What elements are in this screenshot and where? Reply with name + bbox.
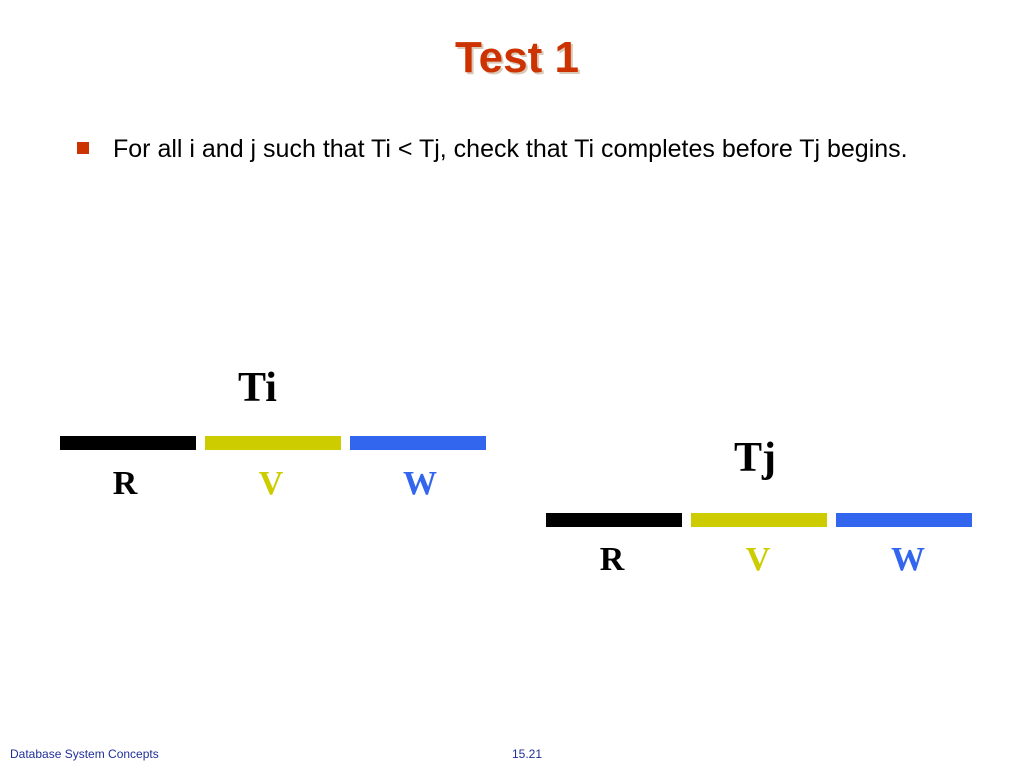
footer-slide-number: 15.21 [511,747,543,761]
phase-label-validate-ti: V [258,465,284,502]
transaction-label-ti: Ti [238,365,277,411]
slide-title: Test 1 [455,33,579,82]
phase-label-read-ti: R [112,465,138,502]
phase-bar-write-tj [836,513,972,527]
phase-bar-read-tj [546,513,682,527]
phase-label-read-tj: R [599,541,625,578]
transaction-label-tj: Tj [734,435,776,481]
phase-label-write-tj: W [891,541,925,578]
phase-label-write-ti: W [403,465,437,502]
bullet-text: For all i and j such that Ti < Tj, check… [113,135,908,163]
footer-course-title: Database System Concepts [10,747,159,761]
phase-bar-read-ti [60,436,196,450]
phase-label-validate-tj: V [745,541,771,578]
phase-bar-validate-tj [691,513,827,527]
phase-bar-validate-ti [205,436,341,450]
phase-bar-write-ti [350,436,486,450]
bullet-square-icon [77,142,89,154]
